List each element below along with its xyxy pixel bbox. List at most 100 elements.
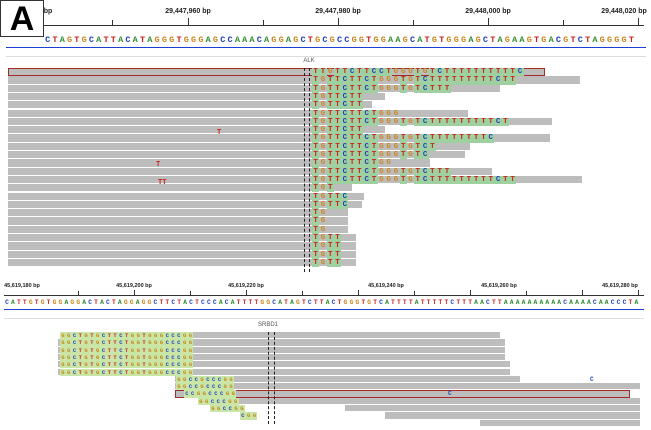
read-base: G <box>215 405 222 413</box>
read[interactable] <box>345 405 640 413</box>
read-base: C <box>71 339 78 347</box>
read[interactable] <box>200 397 640 405</box>
read-base: T <box>326 192 334 201</box>
base: G <box>81 35 87 45</box>
read[interactable] <box>58 361 510 369</box>
read-base: T <box>414 167 422 176</box>
read-base: G <box>187 339 194 347</box>
base: A <box>521 299 526 306</box>
srbd1-gene-label: SRBD1 <box>257 322 279 328</box>
read[interactable] <box>60 332 500 340</box>
srbd1-ruler: 45,619,180 bp 45,619,200 bp 45,619,220 b… <box>0 278 651 296</box>
read[interactable] <box>8 117 552 127</box>
read[interactable] <box>175 383 640 391</box>
base: G <box>278 35 284 45</box>
read[interactable] <box>8 167 492 176</box>
read[interactable] <box>8 126 385 135</box>
read-base: T <box>457 76 466 85</box>
read-base: T <box>123 339 130 347</box>
read[interactable] <box>8 134 550 143</box>
read[interactable] <box>8 192 364 201</box>
read[interactable] <box>58 368 510 376</box>
read-base: G <box>146 361 153 369</box>
base: G <box>141 299 146 306</box>
read[interactable] <box>480 419 640 427</box>
read[interactable] <box>8 258 356 268</box>
read-base: T <box>312 142 320 151</box>
read[interactable] <box>8 92 385 102</box>
read[interactable] <box>8 109 468 118</box>
read[interactable] <box>8 217 348 226</box>
read[interactable] <box>8 209 348 218</box>
read-base: G <box>320 192 326 201</box>
read-base: T <box>123 353 130 362</box>
read[interactable] <box>8 184 352 193</box>
read[interactable] <box>8 101 372 110</box>
read-base: C <box>221 405 228 413</box>
read-base: C <box>421 142 429 151</box>
read[interactable] <box>8 250 356 259</box>
base: A <box>548 35 554 45</box>
read[interactable] <box>8 142 470 151</box>
base: T <box>22 299 27 306</box>
read-base: C <box>175 339 182 347</box>
read[interactable] <box>8 76 580 85</box>
read-base: C <box>170 353 176 362</box>
read-base: T <box>312 209 320 218</box>
read-base: T <box>123 361 130 369</box>
ruler-tick: bp <box>43 8 53 15</box>
read-base: G <box>181 339 188 347</box>
base: T <box>139 35 146 45</box>
read[interactable] <box>58 346 505 354</box>
read[interactable] <box>8 151 465 160</box>
read-base: T <box>436 76 444 85</box>
read[interactable] <box>8 242 356 251</box>
read[interactable] <box>58 353 505 362</box>
read[interactable] <box>385 412 640 420</box>
read[interactable] <box>8 68 545 77</box>
read-base: T <box>326 109 334 118</box>
read[interactable] <box>175 375 520 384</box>
read-base: C <box>494 76 502 85</box>
read-base: C <box>341 92 349 102</box>
read[interactable] <box>8 175 582 185</box>
read[interactable] <box>8 200 362 210</box>
read-base: T <box>355 117 364 127</box>
read-base: T <box>88 361 95 369</box>
base: T <box>490 35 496 45</box>
read-base: G <box>181 353 188 362</box>
read[interactable] <box>8 84 500 93</box>
read-base: T <box>333 242 342 251</box>
base: T <box>177 299 182 306</box>
base: T <box>284 299 288 306</box>
read-base: T <box>414 84 422 93</box>
read-base: T <box>414 117 422 127</box>
read-base: C <box>164 353 171 362</box>
read-base: C <box>341 84 349 93</box>
base: G <box>614 35 620 45</box>
read-base: T <box>414 68 422 77</box>
read[interactable] <box>175 390 630 398</box>
base: A <box>533 299 538 306</box>
base: A <box>557 299 562 306</box>
read-base: G <box>146 332 153 340</box>
read-base: G <box>135 353 142 362</box>
read[interactable] <box>58 339 505 347</box>
base: C <box>206 299 211 306</box>
read[interactable] <box>8 159 430 168</box>
base: T <box>420 299 425 306</box>
read-base: T <box>333 200 342 210</box>
read-base: G <box>408 175 413 184</box>
base: C <box>555 35 561 45</box>
read[interactable] <box>8 225 348 234</box>
read-base: G <box>422 68 428 76</box>
read[interactable] <box>8 234 356 243</box>
base: A <box>414 299 419 306</box>
read-base: T <box>77 368 84 376</box>
base: T <box>361 299 366 306</box>
base: G <box>70 299 75 306</box>
